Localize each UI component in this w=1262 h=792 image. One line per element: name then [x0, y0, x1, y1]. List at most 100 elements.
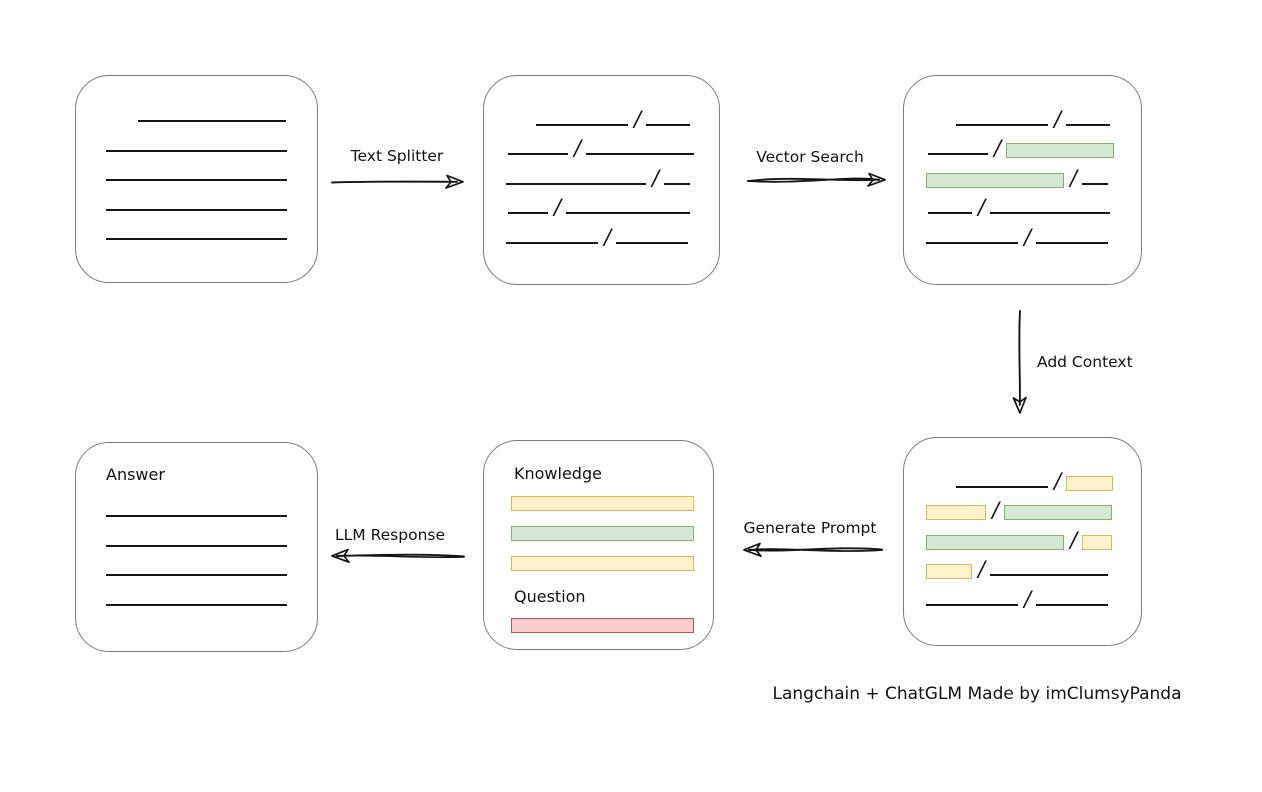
text-line [928, 153, 988, 155]
text-line [508, 153, 568, 155]
text-line [1036, 603, 1109, 606]
chunk-row: / [926, 459, 1141, 493]
slash-separator: / [1054, 106, 1062, 131]
slash-separator: / [978, 557, 986, 581]
slash-separator: / [994, 136, 1002, 160]
slash-separator: / [1024, 224, 1032, 249]
answer-box: Answer [75, 442, 318, 652]
yellow-chunk-rect [926, 564, 972, 579]
text-line [106, 208, 287, 211]
vector-search-label: Vector Search [756, 148, 864, 166]
text-line [1036, 241, 1109, 244]
slash-separator: / [604, 224, 612, 249]
slash-separator: / [634, 106, 642, 131]
chunk-row: / [506, 156, 719, 190]
slash-separator: / [554, 195, 562, 219]
text-line [106, 603, 287, 606]
text-line [646, 123, 691, 126]
text-splitter-arrow [331, 174, 464, 189]
green-chunk-rect [926, 172, 1064, 188]
chunk-row: / [926, 156, 1141, 190]
generate-prompt-label: Generate Prompt [743, 519, 877, 537]
context-box: ///// [903, 437, 1142, 646]
chunk-row: / [926, 548, 1141, 581]
prompt-box: Knowledge Question [483, 440, 714, 650]
chunk-row: / [506, 215, 719, 249]
chunk-row: / [506, 127, 719, 160]
llm-response-arrow [331, 548, 465, 564]
text-line [106, 544, 287, 547]
text-line [106, 574, 287, 576]
text-line [106, 515, 287, 517]
text-line [1082, 182, 1109, 185]
llm-response-label: LLM Response [334, 526, 446, 544]
chunk-row: / [506, 186, 719, 219]
green-chunk-rect [926, 534, 1064, 550]
knowledge-bars [511, 496, 713, 571]
text-line [926, 603, 1018, 606]
slash-separator: / [652, 165, 660, 190]
document-lines [106, 120, 317, 240]
chunk-row: / [926, 186, 1141, 219]
question-bar [511, 618, 713, 633]
yellow-chunk-rect [926, 505, 986, 520]
text-line [990, 574, 1109, 576]
text-line [508, 212, 548, 214]
text-line [956, 123, 1048, 126]
answer-label: Answer [106, 465, 165, 484]
text-line [106, 238, 287, 240]
text-line [616, 241, 689, 244]
slash-separator: / [1070, 165, 1078, 190]
text-line [990, 212, 1111, 214]
text-line [106, 149, 287, 152]
text-line [586, 153, 695, 155]
chunk-rows: ///// [926, 459, 1141, 609]
chunk-rows: / / / / / [506, 97, 719, 249]
text-splitter-label: Text Splitter [350, 147, 444, 165]
credit-text: Langchain + ChatGLM Made by imClumsyPand… [772, 684, 1182, 704]
question-label: Question [514, 587, 586, 606]
chunk-row: / [926, 489, 1141, 522]
text-line [106, 179, 287, 181]
yellow-chunk-rect [1082, 534, 1113, 550]
yellow-bar [511, 556, 694, 571]
vector-search-arrow [747, 172, 886, 187]
chunk-row: / [926, 518, 1141, 552]
text-line [1066, 123, 1111, 126]
text-line [566, 212, 691, 214]
split-chunks-box: / / / / / [483, 75, 720, 285]
yellow-chunk-rect [1066, 475, 1114, 491]
text-line [956, 485, 1048, 488]
slash-separator: / [978, 195, 986, 219]
green-chunk-rect [1004, 505, 1113, 520]
knowledge-label: Knowledge [514, 464, 602, 483]
red-bar [511, 618, 694, 633]
chunk-rows: / / / / / [926, 97, 1141, 249]
generate-prompt-arrow [743, 542, 883, 558]
text-line [536, 123, 628, 126]
add-context-label: Add Context [1037, 353, 1133, 371]
chunk-row: / [926, 577, 1141, 609]
chunk-row: / [926, 97, 1141, 131]
chunk-row: / [926, 215, 1141, 249]
text-line [928, 212, 972, 214]
vector-result-box: / / / / / [903, 75, 1142, 285]
text-line [664, 182, 691, 185]
green-bar [511, 526, 694, 541]
green-chunk-rect [1006, 143, 1115, 158]
slash-separator: / [992, 498, 1000, 522]
source-document-box [75, 75, 318, 283]
text-line [506, 241, 598, 244]
chunk-row: / [926, 127, 1141, 160]
text-line [138, 120, 286, 122]
text-line [926, 241, 1018, 244]
slash-separator: / [574, 136, 582, 160]
text-line [506, 182, 646, 185]
chunk-row: / [506, 97, 719, 131]
add-context-arrow [1012, 310, 1027, 414]
slash-separator: / [1070, 527, 1078, 552]
yellow-bar [511, 496, 694, 511]
slash-separator: / [1054, 468, 1062, 493]
answer-lines [106, 515, 317, 606]
